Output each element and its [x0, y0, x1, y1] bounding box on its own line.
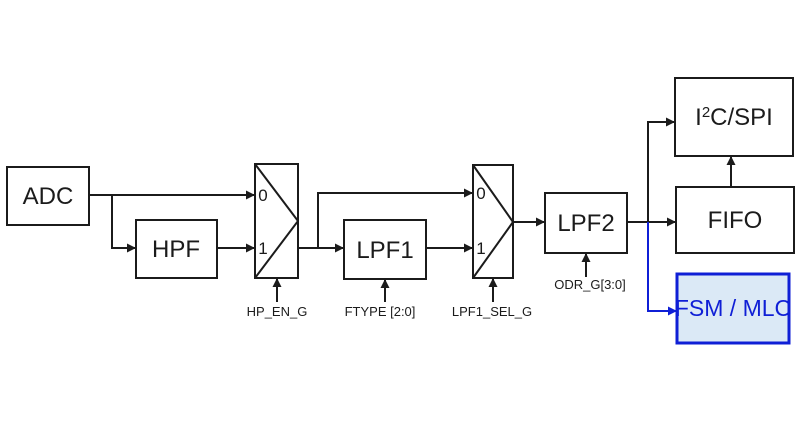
mux1-input1-label: 1 — [258, 239, 267, 258]
fifo-block — [675, 186, 795, 254]
mux2-body — [472, 164, 514, 279]
adc-block — [6, 166, 90, 226]
lpf2-label: LPF2 — [557, 210, 614, 237]
mux1-input0-label: 0 — [258, 186, 267, 205]
lpf2-block — [544, 192, 628, 254]
wire-junction-to-fsm-mlc — [647, 222, 677, 316]
wire-adc-branch-to-hpf — [111, 195, 136, 253]
i2c-spi-label: I2C/SPI — [695, 104, 773, 131]
wire-junction-to-i2cspi — [647, 117, 675, 222]
hp-en-g-signal-label: HP_EN_G — [247, 304, 308, 319]
wire-mux1-bypass-to-mux2-0 — [317, 188, 473, 248]
adc-label: ADC — [23, 183, 74, 210]
i2c-spi-block — [674, 77, 794, 157]
mux2-diagonals — [472, 164, 514, 279]
mux2: 0 1 — [472, 164, 514, 279]
mux1-body — [254, 163, 299, 279]
i2c-spi-label-sup: 2 — [702, 104, 710, 121]
i2c-spi-label-base: I — [695, 104, 702, 131]
fsm-mlc-label: FSM / MLC — [675, 295, 791, 321]
hpf-label: HPF — [152, 236, 200, 263]
lpf1-label: LPF1 — [356, 237, 413, 264]
lpf1-sel-g-signal-label: LPF1_SEL_G — [452, 304, 532, 319]
fsm-mlc-block — [675, 272, 791, 345]
mux1-diagonals — [254, 163, 299, 279]
mux2-input0-label: 0 — [476, 184, 485, 203]
mux2-input1-label: 1 — [476, 239, 485, 258]
hpf-block — [135, 219, 218, 279]
ftype-signal-label: FTYPE [2:0] — [345, 304, 416, 319]
i2c-spi-label-rest: C/SPI — [710, 104, 773, 131]
mux1: 0 1 — [254, 163, 299, 279]
lpf1-block — [343, 219, 427, 280]
fifo-label: FIFO — [708, 207, 763, 234]
odr-g-signal-label: ODR_G[3:0] — [554, 277, 626, 292]
